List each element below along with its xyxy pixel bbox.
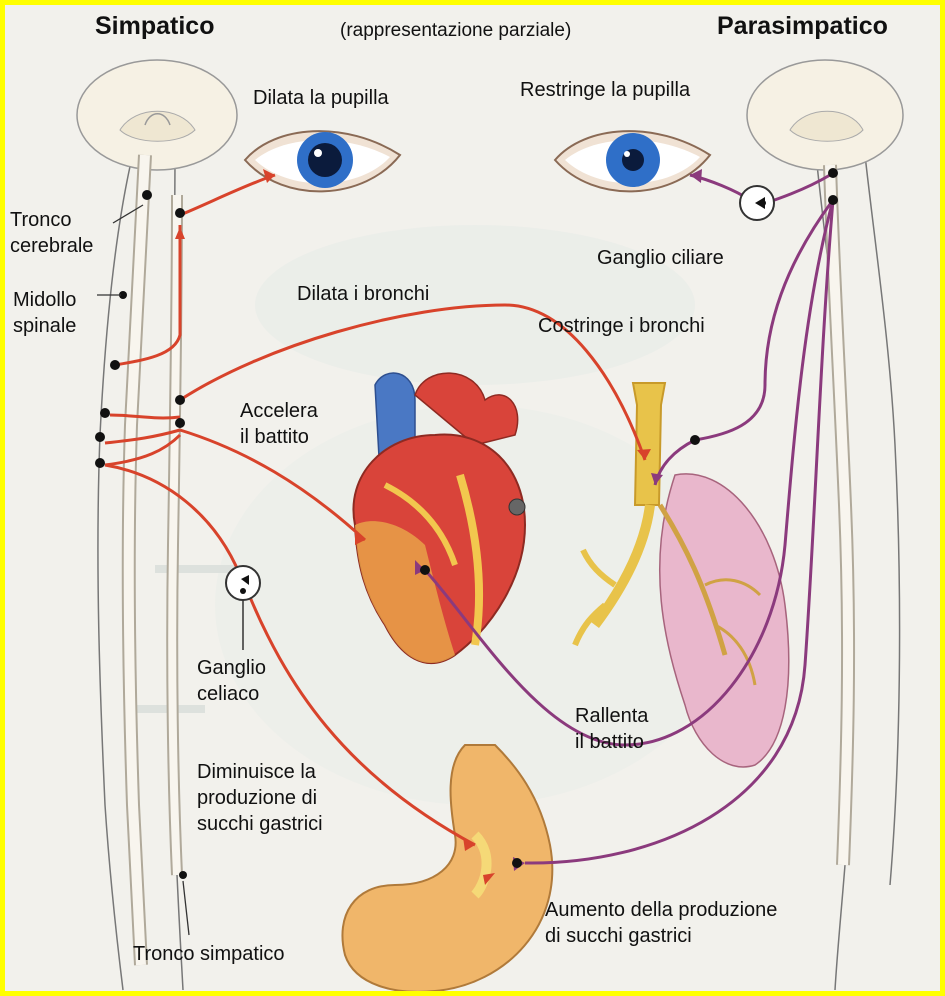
diagram-canvas: Simpatico (rappresentazione parziale) Pa… (5, 5, 940, 991)
ciliary-ganglion-marker (740, 186, 774, 220)
diagram-subtitle: (rappresentazione parziale) (340, 18, 571, 44)
label-midollo-spinale: Midollo spinale (13, 287, 76, 339)
label-tronco-simpatico: Tronco simpatico (133, 941, 285, 967)
label-accelera-battito: Accelera il battito (240, 398, 318, 450)
label-dilata-bronchi: Dilata i bronchi (297, 281, 429, 307)
sympathetic-title: Simpatico (95, 13, 214, 39)
label-dilata-pupilla: Dilata la pupilla (253, 85, 389, 111)
sympathetic-trunk-inner (172, 195, 177, 875)
nervous-system-illustration (5, 5, 940, 991)
label-diminuisce-succhi: Diminuisce la produzione di succhi gastr… (197, 759, 323, 837)
left-brain (77, 60, 237, 170)
right-brain (747, 60, 903, 170)
parasympathetic-title: Parasimpatico (717, 13, 888, 39)
label-ganglio-celiaco: Ganglio celiaco (197, 655, 266, 707)
label-tronco-cerebrale: Tronco cerebrale (10, 207, 93, 259)
label-ganglio-ciliare: Ganglio ciliare (597, 245, 724, 271)
label-restringe-pupilla: Restringe la pupilla (520, 77, 690, 103)
label-aumento-succhi: Aumento della produzione di succhi gastr… (545, 897, 777, 949)
label-rallenta-battito: Rallenta il battito (575, 703, 648, 755)
label-costringe-bronchi: Costringe i bronchi (538, 313, 705, 339)
